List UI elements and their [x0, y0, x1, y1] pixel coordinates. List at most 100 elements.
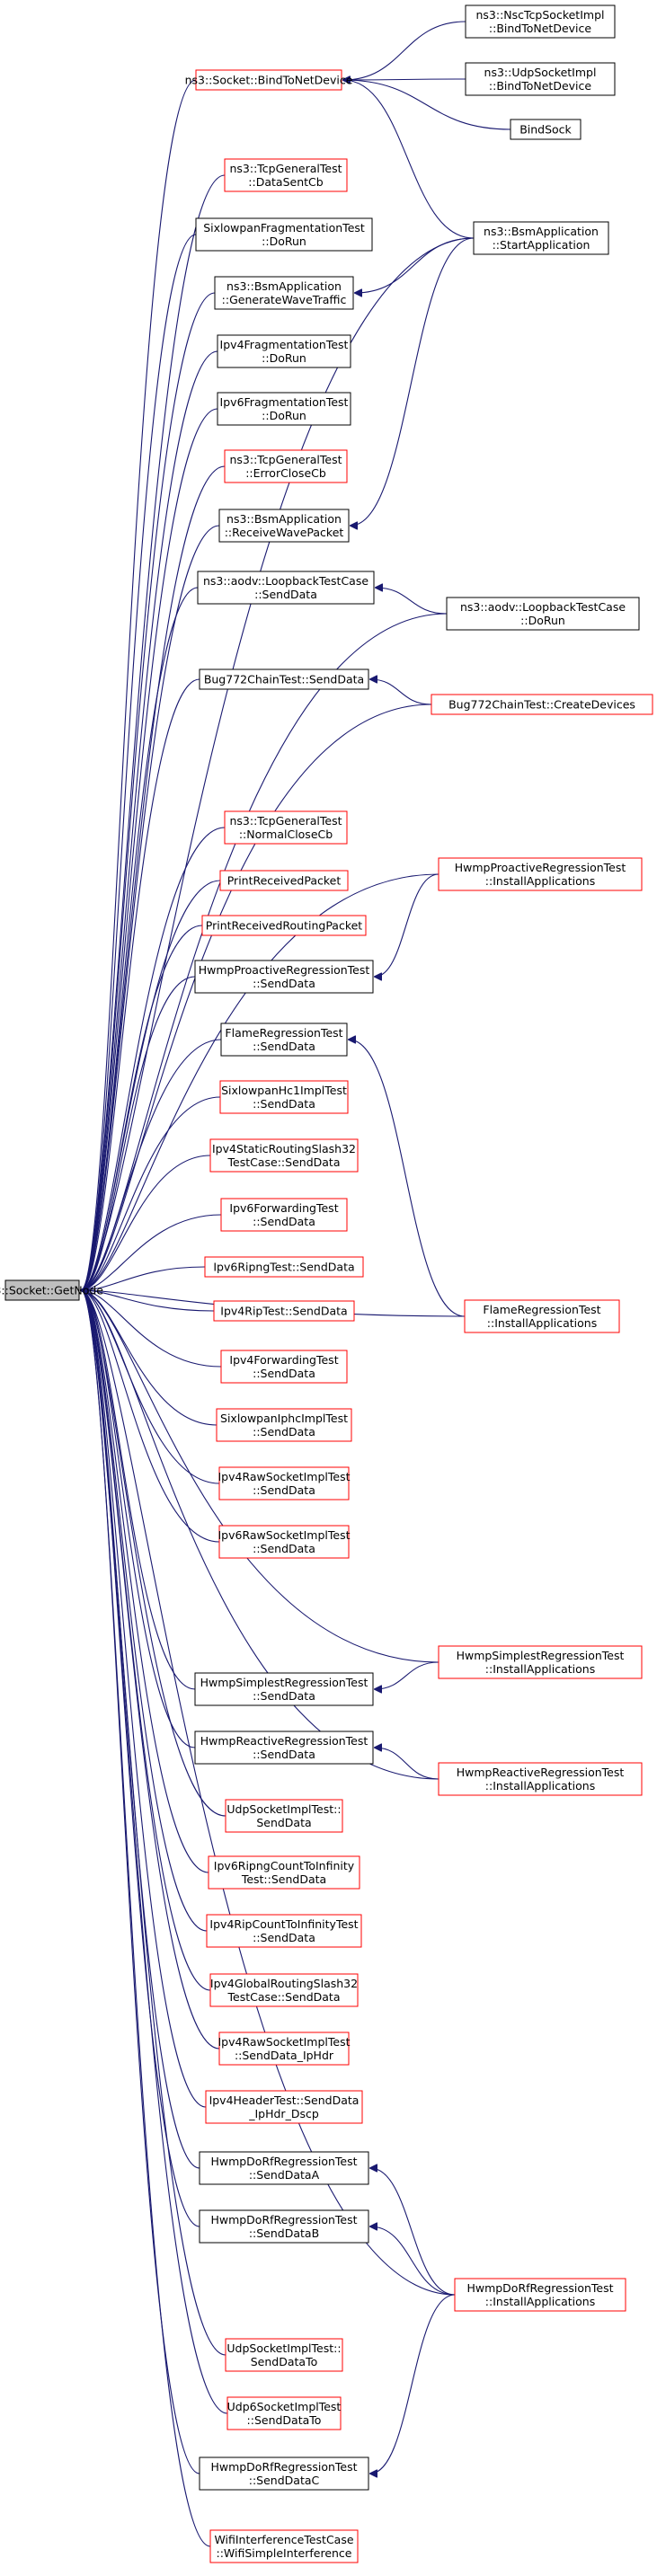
node-label: Ipv4FragmentationTest	[220, 338, 349, 351]
nodes-layer: ns3::Socket::GetNode ns3::Socket::BindToN…	[0, 4, 653, 2563]
edge-ipv4fwd-to-root	[81, 1290, 222, 1368]
node-label: Ipv4GlobalRoutingSlash32	[210, 1977, 358, 1990]
node-box	[219, 870, 349, 891]
node-sixhc1[interactable]: SixlowpanHc1ImplTest::SendData	[219, 1080, 349, 1114]
node-ipv4raw[interactable]: Ipv4RawSocketImplTest::SendData	[218, 1466, 351, 1500]
edge-sixhc1-to-root	[81, 1096, 221, 1290]
node-ipv6raw[interactable]: Ipv6RawSocketImplTest::SendData	[218, 1525, 351, 1559]
node-aodvsend[interactable]: ns3::aodv::LoopbackTestCase::SendData	[197, 571, 375, 605]
node-label: ns3::BsmApplication	[484, 225, 599, 238]
node-tcpdatasent[interactable]: ns3::TcpGeneralTest::DataSentCb	[224, 158, 348, 192]
node-printrecv[interactable]: PrintReceivedPacket	[219, 870, 349, 891]
node-ipv4rip[interactable]: Ipv4RipTest::SendData	[213, 1300, 355, 1322]
node-box	[199, 2209, 369, 2244]
node-label: ::DoRun	[262, 351, 306, 365]
node-hwmpreactsend[interactable]: HwmpReactiveRegressionTest::SendData	[194, 1731, 374, 1765]
node-label: ::InstallApplications	[485, 1662, 595, 1676]
node-bug772send[interactable]: Bug772ChainTest::SendData	[199, 668, 369, 690]
node-hwmpreactinst[interactable]: HwmpReactiveRegressionTest::InstallAppli…	[438, 1762, 643, 1796]
node-nsc[interactable]: ns3::NscTcpSocketImpl::BindToNetDevice	[465, 4, 616, 39]
node-bsmrecv[interactable]: ns3::BsmApplication::ReceiveWavePacket	[218, 509, 350, 543]
edge-dorfa-to-root	[81, 1290, 200, 2169]
node-label: Ipv4RipCountToInfinityTest	[209, 1917, 358, 1931]
node-box	[438, 857, 643, 891]
node-box	[213, 1300, 355, 1322]
node-box	[218, 1466, 350, 1500]
node-udpsendto[interactable]: UdpSocketImplTest::SendDataTo	[225, 2338, 343, 2372]
edge-hwmpprosend-to-root	[81, 976, 196, 1290]
node-label: HwmpDoRfRegressionTest	[466, 2281, 613, 2295]
node-box	[206, 1914, 362, 1948]
node-hwmpproinst[interactable]: HwmpProactiveRegressionTest::InstallAppl…	[438, 857, 643, 891]
node-box	[209, 1973, 359, 2007]
node-label: ::SendData	[254, 588, 317, 601]
node-ipv4static[interactable]: Ipv4StaticRoutingSlash32TestCase::SendDa…	[209, 1138, 359, 1173]
node-label: ::BindToNetDevice	[489, 22, 591, 35]
node-hwmpsimpsend[interactable]: HwmpSimplestRegressionTest::SendData	[194, 1672, 374, 1706]
node-ipv4fwd[interactable]: Ipv4ForwardingTest::SendData	[220, 1350, 348, 1384]
node-dorfa[interactable]: HwmpDoRfRegressionTest::SendDataA	[199, 2151, 369, 2185]
node-label: HwmpReactiveRegressionTest	[457, 1766, 625, 1779]
edge-hwmpreactinst-to-hwmpreactsend	[375, 1748, 439, 1780]
edge-tcpnormal-to-root	[81, 827, 226, 1290]
node-label: ::InstallApplications	[485, 874, 595, 888]
node-dorfc[interactable]: HwmpDoRfRegressionTest::SendDataC	[199, 2456, 369, 2491]
node-label: Ipv6RipngCountToInfinity	[214, 1859, 355, 1872]
node-hwmpprosend[interactable]: HwmpProactiveRegressionTest::SendData	[194, 960, 374, 994]
node-label: ::SendData_IpHdr	[235, 2049, 334, 2062]
node-bsmstart[interactable]: ns3::BsmApplication::StartApplication	[473, 221, 609, 255]
node-aodvrun[interactable]: ns3::aodv::LoopbackTestCase::DoRun	[446, 597, 640, 631]
node-udp6sendto[interactable]: Udp6SocketImplTest::SendDataTo	[226, 2396, 342, 2430]
node-udpsock[interactable]: ns3::UdpSocketImpl::BindToNetDevice	[465, 62, 616, 96]
node-tcperror[interactable]: ns3::TcpGeneralTest::ErrorCloseCb	[224, 449, 348, 483]
node-box	[219, 1080, 349, 1114]
node-tcpnormal[interactable]: ns3::TcpGeneralTest::NormalCloseCb	[224, 810, 348, 845]
node-printrouting[interactable]: PrintReceivedRoutingPacket	[201, 915, 367, 936]
node-label: ::SendData	[253, 1040, 315, 1053]
edge-dorfinst-to-dorfb	[370, 2226, 456, 2296]
node-label: HwmpDoRfRegressionTest	[210, 2460, 357, 2474]
node-box	[201, 915, 367, 936]
node-label: HwmpDoRfRegressionTest	[210, 2213, 357, 2226]
node-label: ::SendData	[253, 1542, 315, 1555]
node-wifiint[interactable]: WifiInterferenceTestCase::WifiSimpleInte…	[209, 2529, 359, 2563]
node-ipv4frag[interactable]: Ipv4FragmentationTest::DoRun	[217, 334, 351, 368]
node-bug772create[interactable]: Bug772ChainTest::CreateDevices	[431, 694, 653, 715]
node-dorfinst[interactable]: HwmpDoRfRegressionTest::InstallApplicati…	[454, 2278, 626, 2312]
edge-ipv4frag-to-root	[81, 350, 218, 1290]
edge-bindsock-to-bind	[343, 80, 511, 130]
node-hwmpsimpinst[interactable]: HwmpSimplestRegressionTest::InstallAppli…	[438, 1645, 643, 1679]
node-ipv6frag[interactable]: Ipv6FragmentationTest::DoRun	[217, 392, 351, 426]
node-ipv6fwd[interactable]: Ipv6ForwardingTest::SendData	[220, 1198, 348, 1232]
node-bind[interactable]: ns3::Socket::BindToNetDevice	[185, 69, 353, 91]
node-label: ::SendData	[253, 1097, 315, 1111]
node-label: ns3::aodv::LoopbackTestCase	[203, 574, 368, 588]
edge-hwmpsimpinst-to-root	[81, 1290, 439, 1663]
node-ipv4global[interactable]: Ipv4GlobalRoutingSlash32TestCase::SendDa…	[209, 1973, 359, 2007]
edge-ipv4static-to-root	[81, 1155, 211, 1290]
node-label: HwmpProactiveRegressionTest	[455, 861, 626, 874]
node-label: ::SendData	[253, 1931, 315, 1944]
node-sixiphc[interactable]: SixlowpanIphcImplTest::SendData	[216, 1408, 352, 1442]
edge-udp6sendto-to-root	[81, 1290, 228, 2414]
node-box	[510, 119, 582, 140]
node-root[interactable]: ns3::Socket::GetNode	[0, 1279, 103, 1301]
node-flameinst[interactable]: FlameRegressionTest::InstallApplications	[464, 1299, 620, 1333]
node-label: Ipv4RipTest::SendData	[220, 1305, 347, 1318]
node-ipv6ripng[interactable]: Ipv6RipngTest::SendData	[204, 1256, 364, 1278]
node-udpsend[interactable]: UdpSocketImplTest::SendData	[225, 1799, 343, 1833]
node-flamesend[interactable]: FlameRegressionTest::SendData	[220, 1022, 348, 1057]
node-ipv4ripcount[interactable]: Ipv4RipCountToInfinityTest::SendData	[206, 1914, 362, 1948]
node-label: FlameRegressionTest	[483, 1303, 600, 1316]
node-ipv4rawhdr[interactable]: Ipv4RawSocketImplTest::SendData_IpHdr	[218, 2032, 351, 2066]
node-ipv4header[interactable]: Ipv4HeaderTest::SendData_IpHdr_Dscp	[205, 2090, 363, 2124]
node-label: BindSock	[519, 123, 572, 137]
node-sixfrag[interactable]: SixlowpanFragmentationTest::DoRun	[195, 217, 373, 252]
node-dorfb[interactable]: HwmpDoRfRegressionTest::SendDataB	[199, 2209, 369, 2244]
node-bsmgen[interactable]: ns3::BsmApplication::GenerateWaveTraffic	[214, 276, 354, 310]
node-bindsock[interactable]: BindSock	[510, 119, 582, 140]
edge-dorfinst-to-dorfc	[370, 2294, 456, 2474]
node-box	[195, 69, 342, 91]
